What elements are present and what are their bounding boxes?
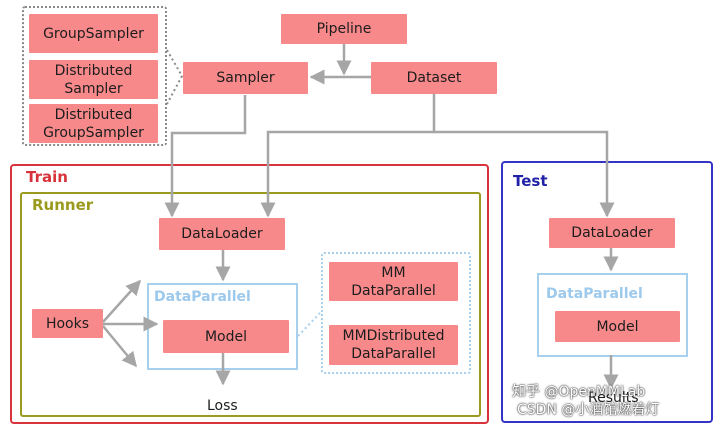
runner-title: Runner	[32, 196, 94, 214]
mmdistributed-dataparallel-box: MMDistributed DataParallel	[329, 325, 458, 365]
train-frame	[10, 164, 489, 424]
distributed-group-sampler-label-line1: Distributed	[54, 106, 133, 123]
runner-frame	[20, 192, 481, 417]
distributed-sampler-label-line1: Distributed	[54, 62, 133, 79]
dotted-samplers-to-sampler	[166, 49, 184, 105]
dataset-label: Dataset	[406, 70, 462, 86]
train-dataparallel-title: DataParallel	[154, 289, 251, 305]
mmdistributed-dataparallel-label-line2: DataParallel	[351, 346, 436, 362]
mm-dataparallel-box: MM DataParallel	[329, 262, 458, 301]
test-title: Test	[513, 172, 548, 190]
zhihu-watermark: 知乎 @OpenMMLab	[512, 384, 646, 400]
train-dataloader-box: DataLoader	[159, 218, 285, 250]
sampler-label: Sampler	[216, 70, 275, 86]
loss-label: Loss	[207, 398, 238, 414]
arrow-dataset-to-test-dataloader	[434, 130, 615, 218]
group-sampler-label: GroupSampler	[43, 25, 144, 42]
distributed-sampler-box: Distributed Sampler	[29, 60, 158, 99]
mm-dataparallel-label-line2: DataParallel	[351, 282, 436, 299]
dotted-model-to-mm-parallel	[297, 311, 322, 337]
distributed-group-sampler-label-line2: GroupSampler	[43, 124, 144, 141]
test-dataloader-label: DataLoader	[571, 225, 653, 241]
results-label: Results	[588, 390, 639, 406]
mmdistributed-dataparallel-label-line1: MMDistributed	[342, 328, 445, 344]
test-model-box: Model	[555, 311, 680, 342]
mm-dataparallel-label-line1: MM	[381, 264, 406, 281]
train-model-box: Model	[163, 320, 289, 353]
group-sampler-box: GroupSampler	[29, 14, 158, 53]
test-dataparallel-frame	[537, 273, 688, 357]
pipeline-label: Pipeline	[316, 21, 372, 37]
sampler-types-group	[22, 6, 167, 146]
distributed-sampler-label-line2: Sampler	[64, 80, 123, 97]
hooks-label: Hooks	[45, 315, 90, 332]
arrow-hooks-to-lower	[102, 325, 137, 368]
arrow-sampler-to-train-dataloader	[164, 95, 247, 218]
arrow-hooks-to-upper	[102, 279, 142, 323]
test-dataparallel-title: DataParallel	[546, 286, 643, 302]
arrow-dataset-to-train-dataloader	[260, 94, 436, 218]
test-model-label: Model	[596, 318, 639, 335]
dataset-box: Dataset	[371, 62, 497, 94]
train-model-label: Model	[204, 328, 248, 345]
sampler-box: Sampler	[183, 62, 308, 94]
train-dataloader-label: DataLoader	[181, 226, 263, 242]
pipeline-box: Pipeline	[281, 14, 407, 44]
train-title: Train	[26, 168, 68, 186]
distributed-group-sampler-box: Distributed GroupSampler	[29, 104, 158, 143]
csdn-watermark: CSDN @小酒馆燃着灯	[517, 402, 660, 418]
mm-parallel-group	[321, 252, 471, 374]
hooks-box: Hooks	[32, 309, 103, 338]
test-dataloader-box: DataLoader	[549, 218, 675, 248]
